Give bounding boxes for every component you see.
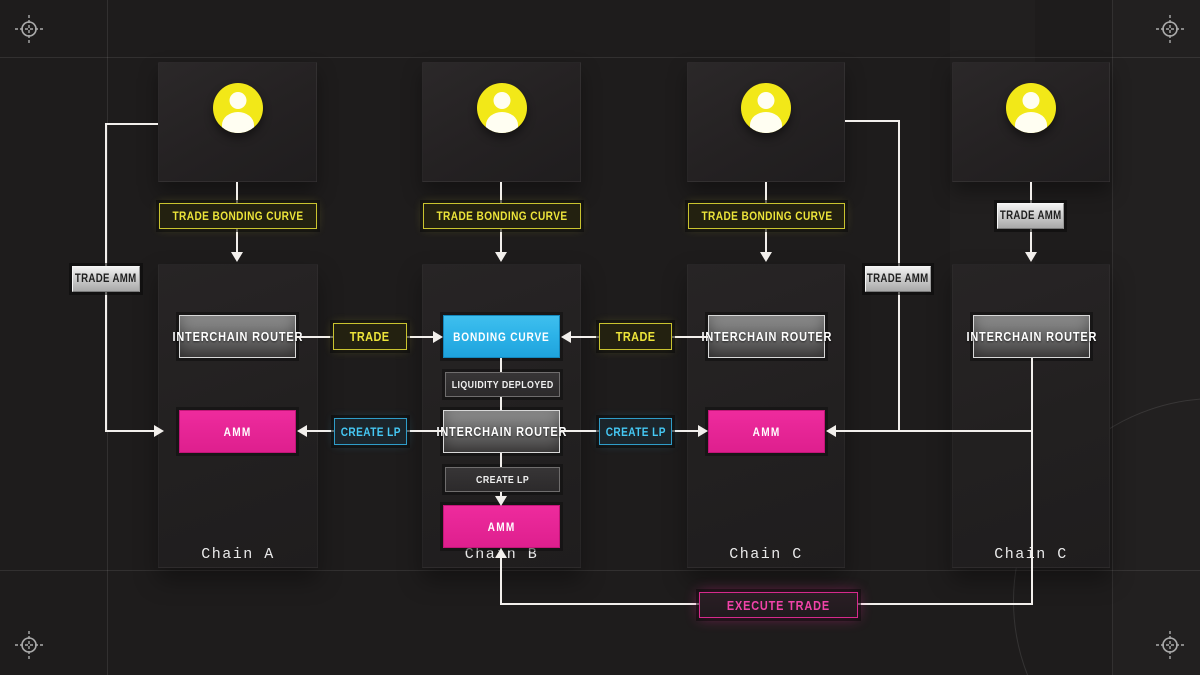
- connector-create-lp-right: CREATE LP: [599, 418, 672, 445]
- interchain-router-node-c2: INTERCHAIN ROUTER: [966, 315, 1096, 358]
- flow-line: [858, 603, 1033, 605]
- flow-line: [236, 229, 238, 254]
- amm-node-c: AMM: [708, 410, 825, 453]
- flow-line: [571, 336, 599, 338]
- flow-line: [765, 182, 767, 203]
- interchain-router-node-c: INTERCHAIN ROUTER: [701, 315, 831, 358]
- arrowhead-icon: [231, 252, 243, 262]
- user-card-4: User: [952, 62, 1110, 221]
- flow-label-trade-amm-4: TRADE AMM: [997, 203, 1064, 229]
- flow-label-trade-bonding-curve-2: TRADE BONDING CURVE: [423, 203, 581, 229]
- grid-line: [0, 57, 1200, 58]
- flow-line: [1030, 229, 1032, 254]
- chain-title: Chain C: [729, 546, 803, 563]
- flow-line: [672, 430, 698, 432]
- flow-line: [106, 123, 158, 125]
- create-lp-step-b: CREATE LP: [445, 467, 560, 492]
- registration-mark-icon: [15, 631, 43, 659]
- flow-line: [500, 603, 699, 605]
- connector-trade-amm-left: TRADE AMM: [72, 266, 140, 292]
- flow-line: [106, 430, 154, 432]
- chain-title: Chain A: [201, 546, 275, 563]
- registration-mark-icon: [15, 15, 43, 43]
- arrowhead-icon: [561, 331, 571, 343]
- flow-line: [500, 556, 502, 604]
- flow-line: [1030, 182, 1032, 203]
- user-card-2: User: [422, 62, 581, 221]
- user-avatar-icon: [476, 83, 527, 133]
- flow-line: [307, 430, 334, 432]
- arrowhead-icon: [698, 425, 708, 437]
- flow-line: [672, 336, 708, 338]
- connector-create-lp-left: CREATE LP: [334, 418, 407, 445]
- grid-line: [0, 570, 1200, 571]
- arrowhead-icon: [297, 425, 307, 437]
- connector-trade-amm-right: TRADE AMM: [865, 266, 931, 292]
- flow-line: [500, 229, 502, 254]
- flow-label-trade-bonding-curve-1: TRADE BONDING CURVE: [159, 203, 317, 229]
- user-avatar-icon: [741, 83, 791, 133]
- registration-mark-icon: [1156, 631, 1184, 659]
- arrowhead-icon: [433, 331, 443, 343]
- connector-trade-right: TRADE: [599, 323, 672, 350]
- arrowhead-icon: [495, 252, 507, 262]
- user-avatar-icon: [212, 83, 263, 133]
- interchain-router-node-b: INTERCHAIN ROUTER: [436, 410, 566, 453]
- flow-line: [500, 358, 502, 372]
- flow-line: [765, 229, 767, 254]
- flow-line: [407, 336, 433, 338]
- user-card-3: User: [687, 62, 845, 221]
- flow-line: [500, 397, 502, 410]
- flow-line: [407, 430, 443, 432]
- arrowhead-icon: [495, 548, 507, 558]
- grid-line: [1112, 0, 1113, 675]
- flow-line: [500, 492, 502, 498]
- user-card-1: User: [158, 62, 317, 221]
- flow-line: [1031, 358, 1033, 605]
- flow-line: [500, 453, 502, 467]
- flow-line: [561, 430, 599, 432]
- connector-trade-left: TRADE: [333, 323, 407, 350]
- grid-line: [107, 0, 108, 675]
- arrowhead-icon: [495, 496, 507, 506]
- user-avatar-icon: [1006, 83, 1056, 133]
- flow-line: [500, 182, 502, 203]
- amm-node-b: AMM: [443, 505, 560, 548]
- flow-label-trade-bonding-curve-3: TRADE BONDING CURVE: [688, 203, 845, 229]
- flow-line: [236, 182, 238, 203]
- liquidity-deployed-step-b: LIQUIDITY DEPLOYED: [445, 372, 560, 397]
- flow-line: [296, 336, 333, 338]
- bonding-curve-node-b: BONDING CURVE: [443, 315, 560, 358]
- interchain-router-node-a: INTERCHAIN ROUTER: [172, 315, 302, 358]
- registration-mark-icon: [1156, 15, 1184, 43]
- arrowhead-icon: [826, 425, 836, 437]
- arrowhead-icon: [760, 252, 772, 262]
- chain-title: Chain C: [994, 546, 1068, 563]
- amm-node-a: AMM: [179, 410, 296, 453]
- arrowhead-icon: [1025, 252, 1037, 262]
- connector-execute-trade: EXECUTE TRADE: [699, 592, 858, 618]
- arrowhead-icon: [154, 425, 164, 437]
- flow-line: [845, 120, 900, 122]
- flow-line: [836, 430, 1032, 432]
